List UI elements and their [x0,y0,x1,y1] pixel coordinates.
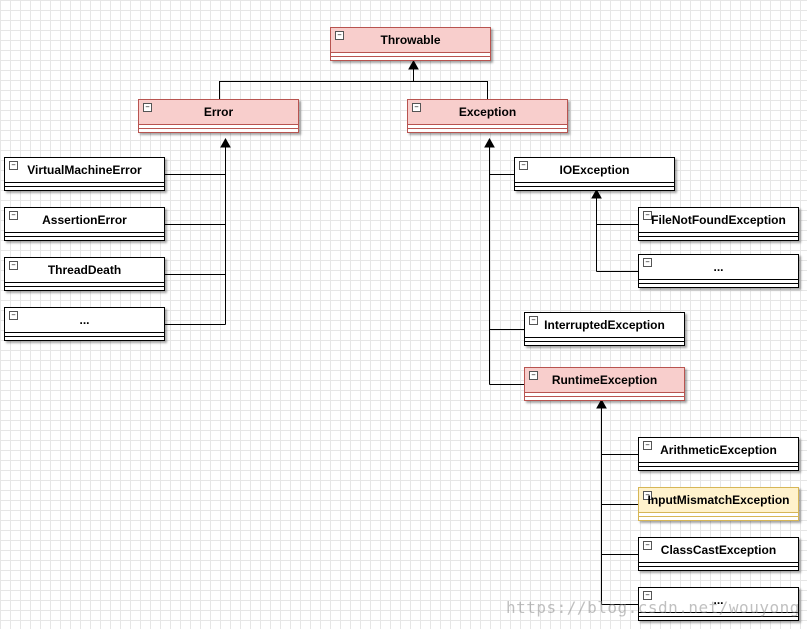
collapse-icon[interactable]: − [529,316,538,325]
class-exception[interactable]: − Exception [407,99,568,133]
class-name: FileNotFoundException [651,213,786,227]
collapse-icon[interactable]: − [9,261,18,270]
class-name: IOException [559,163,630,177]
collapse-icon[interactable]: − [143,103,152,112]
connector-error-throwable [219,81,488,100]
class-runtime-exception[interactable]: − RuntimeException [524,367,685,401]
class-virtual-machine-error[interactable]: − VirtualMachineError [4,157,165,191]
class-io-exception[interactable]: − IOException [514,157,675,191]
class-name: ClassCastException [660,543,777,557]
class-name: Error [203,105,234,119]
collapse-icon[interactable]: − [643,211,652,220]
class-name: VirtualMachineError [27,163,142,177]
class-name: ... [713,593,724,607]
collapse-icon[interactable]: − [529,371,538,380]
class-throwable[interactable]: − Throwable [330,27,491,61]
collapse-icon[interactable]: − [519,161,528,170]
arrowhead-io [591,188,602,199]
class-file-not-found-exception[interactable]: − FileNotFoundException [638,207,799,241]
class-input-mismatch-exception[interactable]: − InputMismatchException [638,487,799,521]
collapse-icon[interactable]: − [643,591,652,600]
class-name: ... [79,313,90,327]
class-interrupted-exception[interactable]: − InterruptedException [524,312,685,346]
class-name: InputMismatchException [647,493,790,507]
arrowhead-runtime [596,398,607,409]
collapse-icon[interactable]: − [643,441,652,450]
class-name: InterruptedException [544,318,665,332]
arrowhead-error [220,137,231,148]
class-io-more[interactable]: − ... [638,254,799,288]
collapse-icon[interactable]: − [643,258,652,267]
class-thread-death[interactable]: − ThreadDeath [4,257,165,291]
class-name: Throwable [380,33,441,47]
collapse-icon[interactable]: − [335,31,344,40]
class-name: Exception [458,105,517,119]
collapse-icon[interactable]: − [412,103,421,112]
class-class-cast-exception[interactable]: − ClassCastException [638,537,799,571]
class-runtime-more[interactable]: − ... [638,587,799,621]
class-error[interactable]: − Error [138,99,299,133]
class-name: ... [713,260,724,274]
class-assertion-error[interactable]: − AssertionError [4,207,165,241]
collapse-icon[interactable]: − [643,491,652,500]
class-arithmetic-exception[interactable]: − ArithmeticException [638,437,799,471]
collapse-icon[interactable]: − [9,161,18,170]
class-name: RuntimeException [551,373,658,387]
class-name: ThreadDeath [47,263,122,277]
arrowhead-exception [484,137,495,148]
watermark: https://blog.csdn.net/wouyong [506,598,800,617]
collapse-icon[interactable]: − [643,541,652,550]
collapse-icon[interactable]: − [9,311,18,320]
arrowhead-throwable [408,59,419,70]
class-name: AssertionError [42,213,127,227]
collapse-icon[interactable]: − [9,211,18,220]
class-name: ArithmeticException [660,443,777,457]
class-error-more[interactable]: − ... [4,307,165,341]
